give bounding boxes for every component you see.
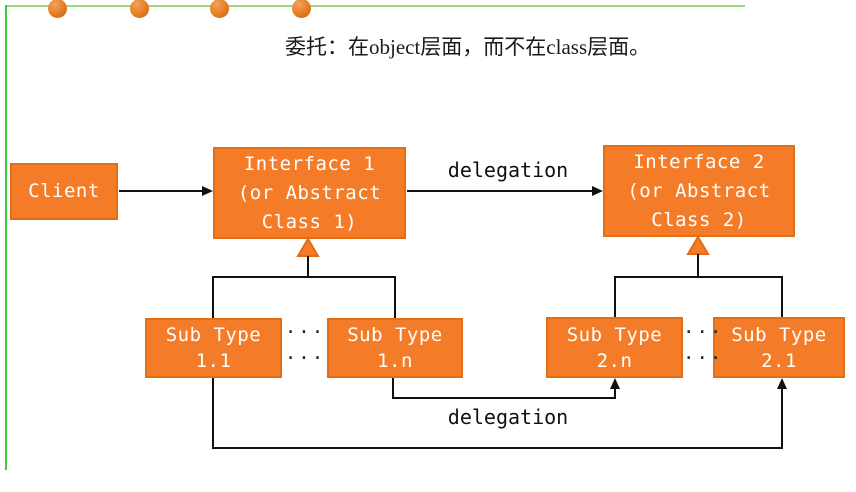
interface1-box: Interface 1 (or Abstract Class 1) [213, 147, 406, 239]
top-border-line [5, 5, 745, 7]
subtype-2-1-line1: Sub Type [731, 323, 827, 346]
ellipsis-row: ··· [683, 321, 724, 343]
subtype-1-n-line2: 1.n [377, 350, 413, 372]
delegation-label-top: delegation [447, 158, 569, 182]
bullet-dot [210, 0, 229, 18]
subtype-2-n-line2: 2.n [596, 349, 633, 372]
interface1-inheritance-connector [212, 237, 396, 318]
slide-title: 委托：在object层面，而不在class层面。 [285, 35, 651, 59]
interface2-line2: (or Abstract [627, 179, 771, 202]
bullet-dot [130, 0, 149, 18]
ellipsis-row: ··· [284, 347, 326, 369]
bullet-dot [48, 0, 67, 18]
subtype-1-1-line2: 1.1 [195, 350, 232, 372]
left-border-line [5, 5, 7, 470]
interface1-to-interface2-arrow [407, 186, 603, 196]
delegation-label-bottom: delegation [447, 405, 569, 429]
ellipsis-left: ··· ··· [284, 319, 326, 371]
interface1-line1: Interface 1 [243, 152, 376, 175]
interface2-inheritance-connector [614, 235, 783, 317]
subtype-1-n-box: Sub Type 1.n [327, 318, 463, 378]
subtype-2-n-box: Sub Type 2.n [546, 317, 683, 378]
subtype-2-n-line1: Sub Type [566, 323, 663, 346]
subtype-1-n-line1: Sub Type [347, 324, 443, 346]
interface1-line3: Class 1) [261, 210, 358, 233]
interface1-line2: (or Abstract [237, 181, 382, 204]
ellipsis-row: ··· [683, 347, 724, 369]
sub1n-to-sub2n-arrow [392, 378, 620, 399]
client-label: Client [28, 180, 100, 202]
subtype-1-1-box: Sub Type 1.1 [145, 318, 282, 378]
client-box: Client [10, 163, 118, 220]
interface2-box: Interface 2 (or Abstract Class 2) [603, 145, 795, 237]
client-to-interface1-arrow [119, 186, 213, 196]
interface2-line1: Interface 2 [633, 150, 765, 173]
bullet-dot [292, 0, 311, 18]
ellipsis-right: ··· ··· [683, 319, 724, 371]
interface2-line3: Class 2) [651, 208, 747, 231]
subtype-1-1-line1: Sub Type [165, 324, 262, 346]
subtype-2-1-box: Sub Type 2.1 [713, 317, 845, 378]
ellipsis-row: ··· [284, 321, 326, 343]
subtype-2-1-line2: 2.1 [761, 349, 797, 372]
